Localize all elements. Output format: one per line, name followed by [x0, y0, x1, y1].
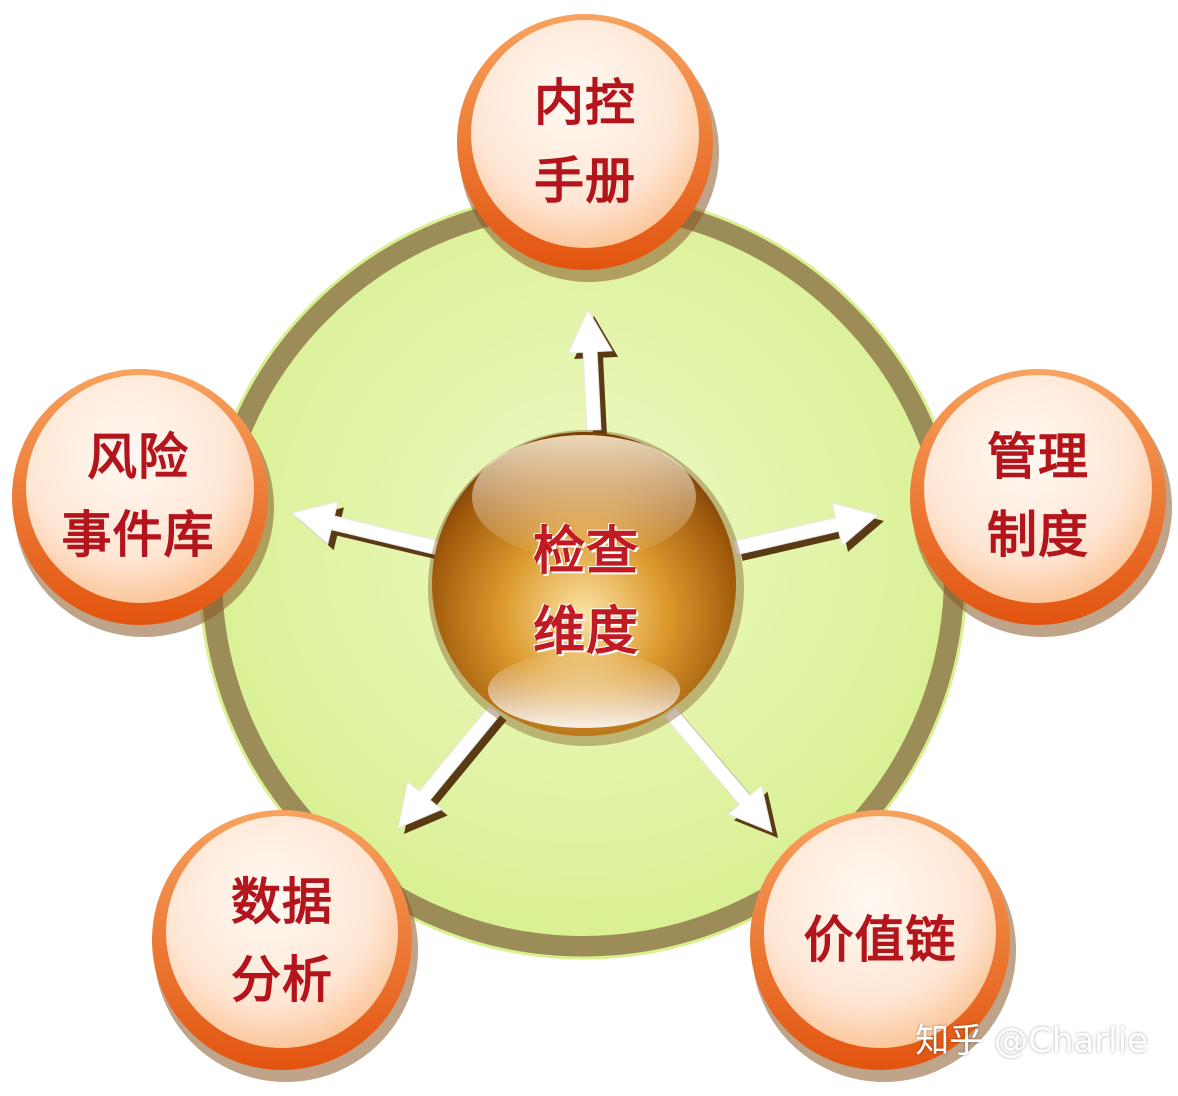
node-label-internal-control-manual: 内控 手册 — [534, 64, 636, 220]
node-label-line1: 内控 — [534, 74, 636, 132]
arrow-to-risk-event-library — [290, 500, 441, 556]
arrow-to-internal-control-manual — [567, 308, 613, 431]
node-label-value-chain: 价值链 — [804, 901, 957, 979]
arrow-to-data-analysis — [397, 704, 502, 829]
node-circle-internal-control-manual — [457, 14, 719, 282]
arrow-to-management-system — [732, 502, 880, 556]
node-label-line2: 事件库 — [61, 506, 215, 564]
node-circle-data-analysis — [152, 810, 418, 1082]
node-label-line1: 风险 — [87, 428, 189, 486]
node-label-line1: 价值链 — [803, 911, 957, 969]
node-label-line2: 手册 — [534, 152, 636, 210]
node-group — [12, 14, 1172, 1082]
node-circle-management-system — [910, 369, 1172, 637]
arrow-group — [290, 308, 884, 838]
node-label-data-analysis: 数据 分析 — [231, 863, 333, 1019]
node-circle-value-chain — [750, 810, 1016, 1082]
node-label-line1: 数据 — [231, 873, 333, 931]
center-sphere — [428, 430, 744, 746]
center-label: 检查 维度 — [533, 512, 639, 672]
node-label-risk-event-library: 风险 事件库 — [62, 418, 215, 574]
node-label-line1: 管理 — [987, 428, 1089, 486]
node-label-line2: 制度 — [987, 506, 1089, 564]
center-label-line2: 维度 — [532, 602, 640, 662]
node-circle-risk-event-library — [12, 369, 274, 637]
center-label-line1: 检查 — [532, 522, 640, 582]
node-label-management-system: 管理 制度 — [987, 418, 1089, 574]
arrow-to-value-chain — [663, 706, 773, 833]
node-label-line2: 分析 — [231, 951, 333, 1009]
watermark: 知乎 @Charlie — [915, 1021, 1148, 1061]
